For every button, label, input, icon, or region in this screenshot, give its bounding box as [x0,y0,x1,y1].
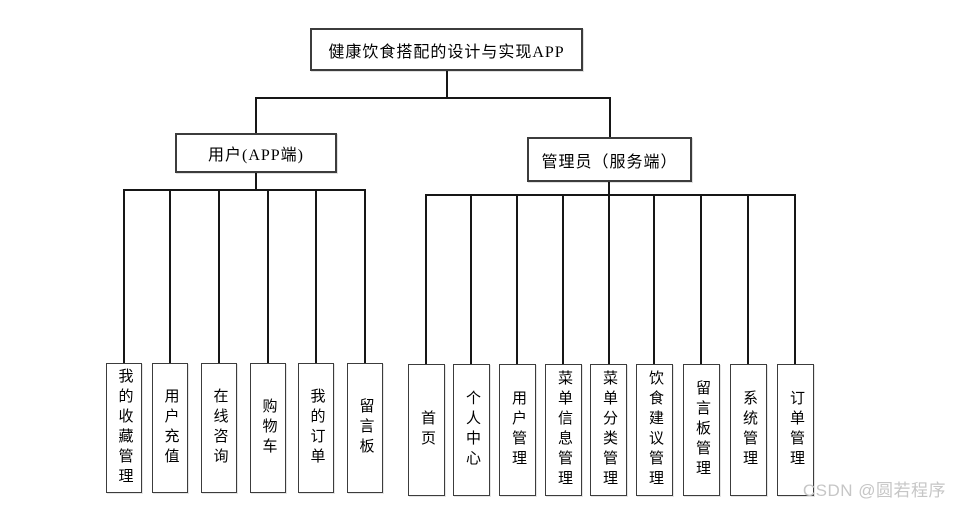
node-menu-info-management: 菜单信息管理 [545,364,582,496]
leaf-label: 菜单信息管理 [556,370,572,490]
node-root-label: 健康饮食搭配的设计与实现APP [328,43,565,61]
node-order-management: 订单管理 [777,364,814,496]
leaf-label: 订单管理 [788,390,804,470]
node-user-app-label: 用户(APP端) [207,147,304,164]
node-menu-category-management: 菜单分类管理 [590,364,627,496]
leaf-label: 首页 [419,410,435,450]
node-user-recharge: 用户充值 [152,363,188,493]
leaf-label: 购物车 [260,398,277,458]
node-system-management: 系统管理 [730,364,767,496]
node-personal-center: 个人中心 [453,364,490,496]
node-home: 首页 [408,364,445,496]
watermark: CSDN @圆若程序 [802,481,946,500]
node-my-orders: 我的订单 [298,363,334,493]
leaf-label: 我的收藏管理 [116,368,133,488]
leaf-label: 系统管理 [741,390,757,470]
leaf-label: 在线咨询 [211,388,228,468]
node-message-board-management: 留言板管理 [683,364,720,496]
leaf-label: 个人中心 [464,390,480,470]
leaf-label: 我的订单 [308,388,325,468]
leaf-label: 饮食建议管理 [647,370,663,490]
node-diet-advice-management: 饮食建议管理 [636,364,673,496]
leaf-label: 用户管理 [510,390,526,470]
leaf-label: 留言板 [357,398,374,458]
node-message-board: 留言板 [347,363,383,493]
leaf-label: 菜单分类管理 [601,370,617,490]
node-user-app: 用户(APP端) [175,133,337,173]
node-my-collection-management: 我的收藏管理 [106,363,142,493]
node-admin-server: 管理员（服务端） [527,137,692,182]
leaf-label: 用户充值 [162,388,179,468]
node-online-consult: 在线咨询 [201,363,237,493]
node-shopping-cart: 购物车 [250,363,286,493]
leaf-label: 留言板管理 [694,380,710,480]
node-root: 健康饮食搭配的设计与实现APP [310,28,583,71]
node-user-management: 用户管理 [499,364,536,496]
node-admin-server-label: 管理员（服务端） [541,153,678,171]
